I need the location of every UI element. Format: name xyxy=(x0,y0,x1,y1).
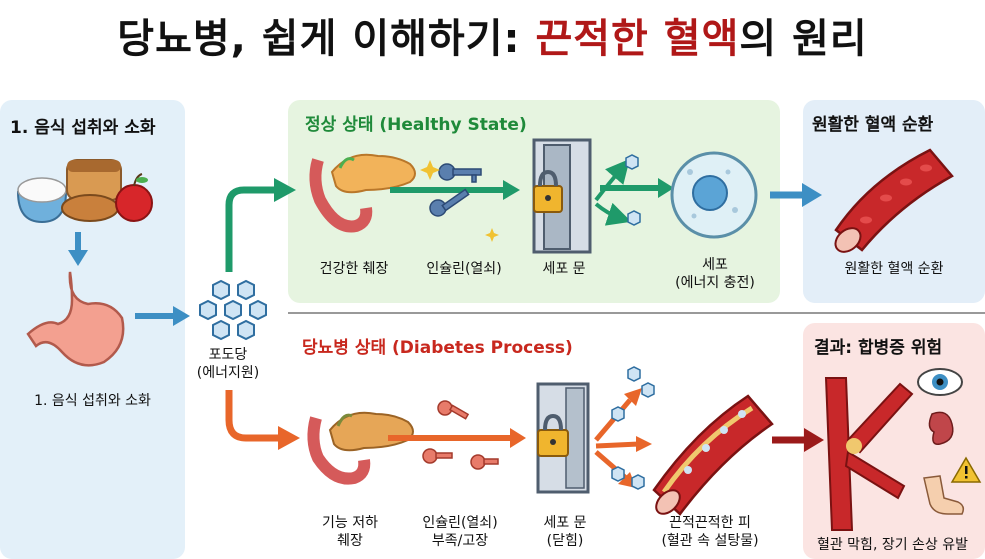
glucose-label-line2: (에너지원) xyxy=(196,365,260,381)
food-icon xyxy=(16,159,153,224)
cell-door-label: 세포 문 xyxy=(542,261,586,277)
healthy-pancreas-icon xyxy=(309,153,416,233)
eye-icon xyxy=(917,368,963,396)
circulation-header: 원활한 혈액 순환 xyxy=(812,115,934,135)
sticky-blood-line1: 끈적끈적한 피 xyxy=(669,515,751,531)
closed-door-line2: (닫힘) xyxy=(546,533,584,549)
foot-icon xyxy=(923,475,965,515)
insulin-key-label: 인슐린(열쇠) xyxy=(426,261,502,277)
title-highlight: 끈적한 혈액 xyxy=(535,16,740,62)
healthy-pancreas-label: 건강한 췌장 xyxy=(319,261,389,277)
sticky-blood-line2: (혈관 속 설탕물) xyxy=(661,533,759,549)
digestion-header: 1. 음식 섭취와 소화 xyxy=(10,118,156,138)
blocked-vessel-icon xyxy=(824,377,914,531)
cell-label-line2: (에너지 충전) xyxy=(675,275,755,291)
diabetes-header: 당뇨병 상태 (Diabetes Process) xyxy=(302,338,573,358)
sticky-vessel-icon xyxy=(652,394,774,516)
healthy-header: 정상 상태 (Healthy State) xyxy=(305,115,527,135)
cell-door-closed-icon xyxy=(536,382,590,494)
weak-pancreas-label: 기능 저하 췌장 xyxy=(310,514,390,550)
sticky-blood-label: 끈적끈적한 피 (혈관 속 설탕물) xyxy=(640,514,780,550)
digestion-caption: 1. 음식 섭취와 소화 xyxy=(34,393,151,409)
result-header: 결과: 합병증 위험 xyxy=(814,338,943,358)
closed-door-label: 세포 문 (닫힘) xyxy=(528,514,602,550)
circulation-caption: 원활한 혈액 순환 xyxy=(844,261,944,277)
glucose-molecules-icon xyxy=(199,279,267,341)
glucose-small-icon xyxy=(625,154,641,226)
broken-insulin-line1: 인슐린(열쇠) xyxy=(422,515,498,531)
arrow-down-icon xyxy=(68,250,88,266)
page-title: 당뇨병, 쉽게 이해하기: 끈적한 혈액의 원리 xyxy=(0,6,985,64)
glucose-label-line1: 포도당 xyxy=(208,347,248,363)
result-caption: 혈관 막힘, 장기 손상 유발 xyxy=(816,537,969,553)
title-part1: 당뇨병, 쉽게 이해하기: xyxy=(117,16,536,62)
cell-label: 세포 (에너지 충전) xyxy=(660,256,770,292)
broken-key-icon xyxy=(422,400,499,470)
broken-insulin-line2: 부족/고장 xyxy=(431,533,489,549)
closed-door-line1: 세포 문 xyxy=(543,515,587,531)
arrow-right-icon xyxy=(173,306,190,326)
stomach-icon xyxy=(26,271,125,367)
title-part3: 의 원리 xyxy=(739,16,868,62)
cell-icon xyxy=(670,151,758,239)
insulin-key-icon xyxy=(429,163,482,217)
glucose-label: 포도당 (에너지원) xyxy=(188,346,268,382)
cell-label-line1: 세포 xyxy=(702,257,728,273)
cell-door-open-icon xyxy=(532,138,592,254)
sparkle-icon xyxy=(420,160,499,242)
glucose-blocked-icon xyxy=(611,366,655,490)
weak-pancreas-line2: 췌장 xyxy=(337,533,363,549)
weak-pancreas-line1: 기능 저하 xyxy=(322,515,378,531)
broken-insulin-label: 인슐린(열쇠) 부족/고장 xyxy=(410,514,510,550)
weak-pancreas-icon xyxy=(307,411,414,485)
warning-icon xyxy=(950,456,982,483)
healthy-vessel-icon xyxy=(834,148,954,253)
kidney-icon xyxy=(928,411,954,445)
